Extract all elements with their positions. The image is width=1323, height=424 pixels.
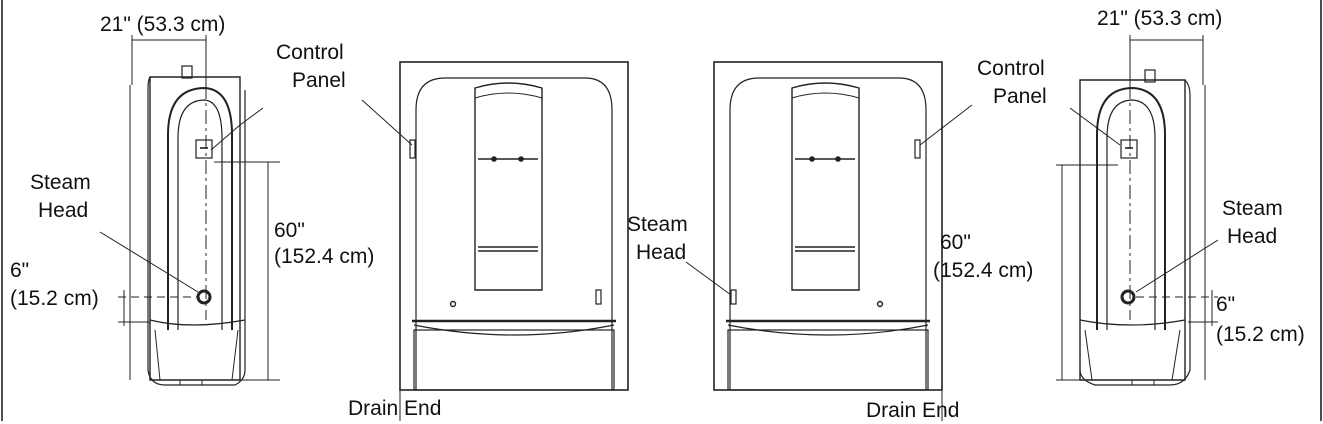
center-height-label-line2: (152.4 cm)	[933, 259, 1034, 282]
center-steam-head-label-line2: Head	[636, 241, 687, 264]
left-height-label-line2: (152.4 cm)	[274, 245, 375, 268]
right-control-panel-label-line2: Panel	[993, 85, 1047, 108]
right-steam-head-label-line2: Head	[1227, 225, 1278, 248]
right-width-label: 21" (53.3 cm)	[1097, 7, 1223, 30]
right-steam-head-label-line1: Steam	[1222, 197, 1283, 220]
left-side-view-unit	[147, 65, 246, 386]
left-width-label: 21" (53.3 cm)	[100, 13, 226, 36]
center-height-label-line1: 60"	[940, 231, 971, 254]
right-side-view-unit	[1079, 69, 1191, 386]
left-control-panel-label-line1: Control	[276, 41, 344, 64]
right-control-panel-label-line1: Control	[977, 57, 1045, 80]
left-steam-head-label-line2: Head	[38, 199, 89, 222]
left-offset-label-line2: (15.2 cm)	[10, 287, 99, 310]
left-offset-label-line1: 6"	[10, 259, 30, 282]
center-steam-head-label-line1: Steam	[627, 213, 688, 236]
left-steam-head-label-line1: Steam	[30, 171, 91, 194]
left-control-panel-label-line2: Panel	[292, 69, 346, 92]
center-left-drain-end-label: Drain End	[348, 397, 442, 420]
right-offset-label-line2: (15.2 cm)	[1216, 323, 1305, 346]
left-dimension-lines	[99, 35, 280, 381]
right-offset-label-line1: 6"	[1216, 293, 1236, 316]
left-height-label-line1: 60"	[274, 219, 305, 242]
right-dimension-lines	[1056, 35, 1219, 381]
center-right-drain-end-label: Drain End	[866, 399, 960, 422]
center-left-front-view-unit	[361, 61, 629, 391]
center-right-front-view-unit	[685, 61, 973, 391]
